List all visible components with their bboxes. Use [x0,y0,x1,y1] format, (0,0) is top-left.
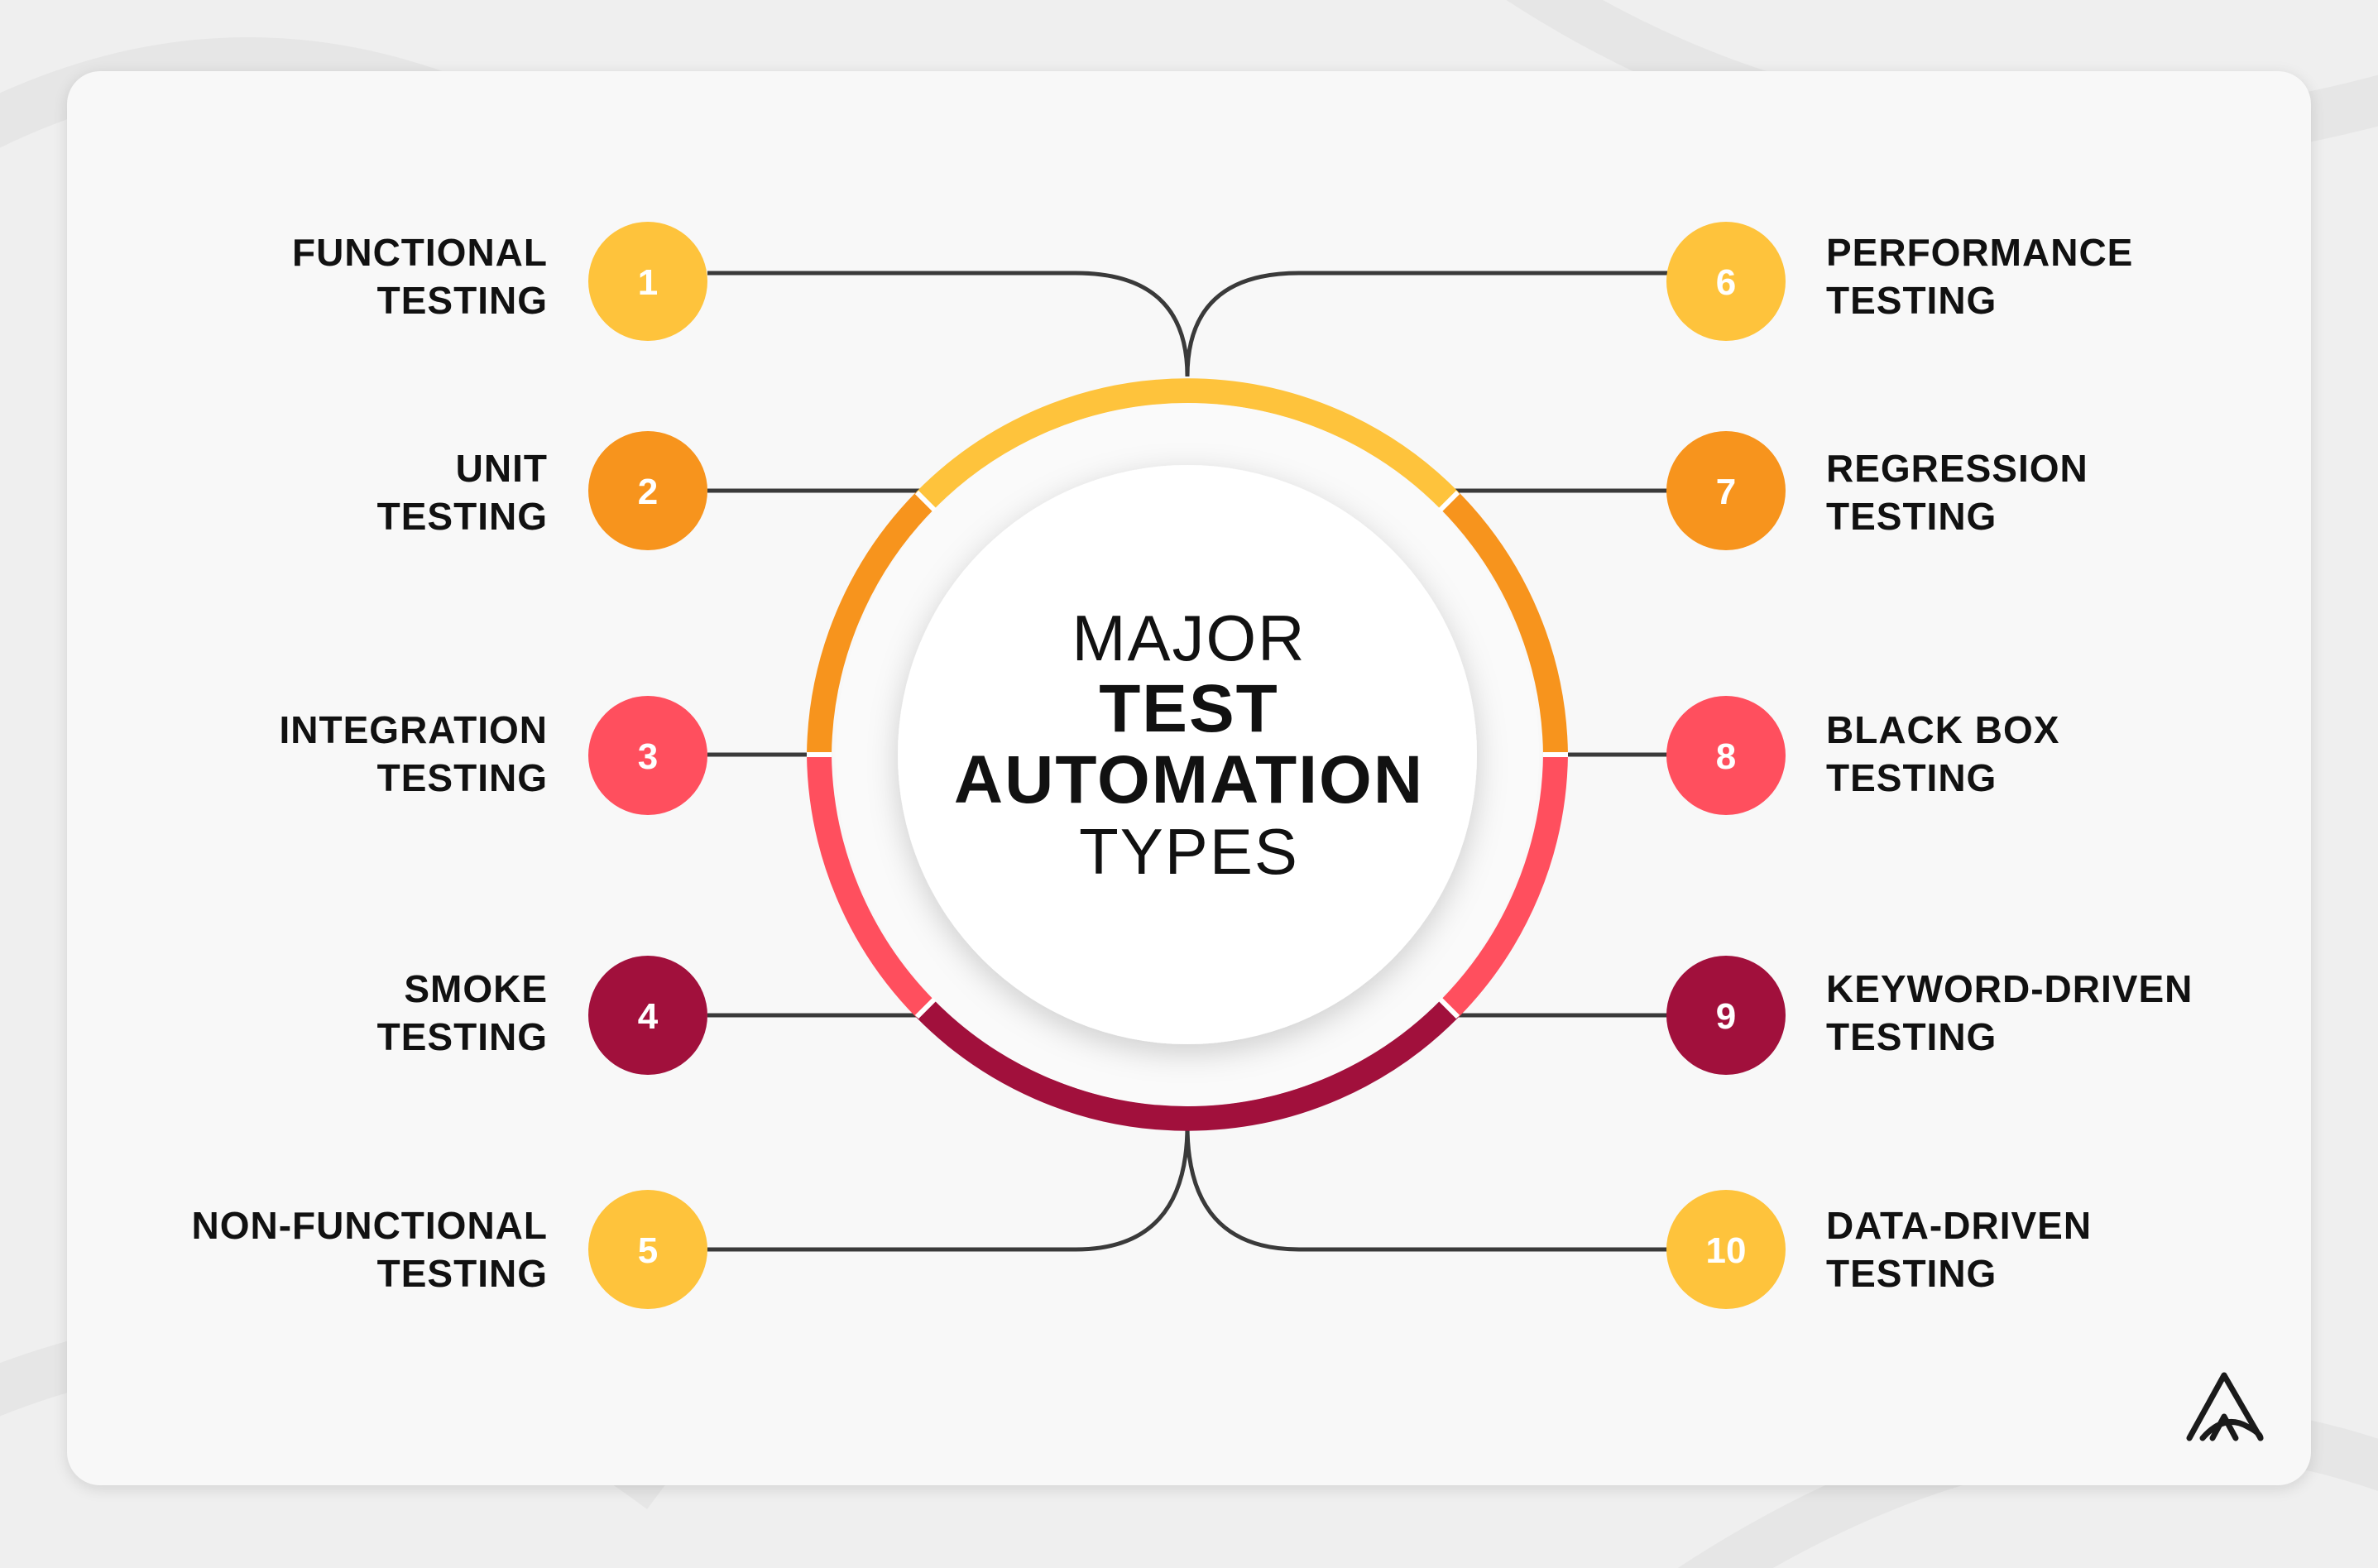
badge-4: 4 [588,956,707,1075]
badge-8: 8 [1666,696,1786,815]
ring-segment-lower-right [1441,754,1568,1018]
label-regression-testing: REGRESSION TESTING [1826,444,2088,540]
badge-1: 1 [588,222,707,341]
label-2-line-1: UNIT [455,447,548,490]
label-9-line-2: TESTING [1826,1015,1997,1058]
connector-6 [1185,271,1670,377]
badge-9-number: 9 [1716,996,1736,1037]
label-non-functional-testing: NON-FUNCTIONAL TESTING [192,1201,549,1297]
connector-5 [707,1124,1190,1252]
badge-5-number: 5 [638,1230,658,1271]
label-unit-testing: UNIT TESTING [377,444,548,540]
label-data-driven-testing: DATA-DRIVEN TESTING [1826,1201,2092,1297]
badge-8-number: 8 [1716,736,1736,777]
label-6-line-2: TESTING [1826,279,1997,322]
label-smoke-testing: SMOKE TESTING [377,965,548,1061]
badge-7: 7 [1666,431,1786,550]
ring-segment-lower-left [807,754,934,1018]
badge-9: 9 [1666,956,1786,1075]
label-6-line-1: PERFORMANCE [1826,231,2134,274]
label-3-line-1: INTEGRATION [279,708,548,751]
label-8-line-2: TESTING [1826,756,1997,799]
label-2-line-2: TESTING [376,495,548,538]
label-4-line-2: TESTING [376,1015,548,1058]
title-line-4: TYPES [1079,815,1299,888]
center-title: MAJOR TEST AUTOMATION TYPES [899,602,1479,887]
badge-2-number: 2 [638,472,658,512]
badge-5: 5 [588,1190,707,1309]
connector-lines [707,271,1670,1252]
ring-segment-bottom [916,1000,1459,1131]
label-7-line-1: REGRESSION [1826,447,2088,490]
label-10-line-1: DATA-DRIVEN [1826,1204,2093,1247]
label-1-line-2: TESTING [376,279,548,322]
brand-logo-icon [2186,1372,2264,1441]
title-line-1: MAJOR [1072,602,1306,674]
title-line-2: TEST [1099,671,1279,746]
label-functional-testing: FUNCTIONAL TESTING [292,228,548,324]
label-3-line-2: TESTING [376,756,548,799]
label-black-box-testing: BLACK BOX TESTING [1826,706,2059,802]
badge-7-number: 7 [1716,472,1736,512]
connector-10 [1185,1124,1670,1252]
label-9-line-1: KEYWORD-DRIVEN [1826,967,2193,1010]
ring-segment-top [916,378,1459,510]
label-4-line-1: SMOKE [404,967,548,1010]
label-5-line-1: NON-FUNCTIONAL [191,1204,548,1247]
label-10-line-2: TESTING [1826,1252,1997,1295]
ring-segment-upper-left [807,491,934,755]
title-line-3: AUTOMATION [953,742,1425,818]
badge-3-number: 3 [638,736,658,777]
connector-1 [707,271,1190,377]
label-performance-testing: PERFORMANCE TESTING [1826,228,2133,324]
badge-4-number: 4 [638,996,659,1037]
label-integration-testing: INTEGRATION TESTING [280,706,548,802]
ring-segment-upper-right [1441,491,1568,755]
badge-1-number: 1 [638,262,658,303]
badge-6-number: 6 [1716,262,1736,303]
label-8-line-1: BLACK BOX [1826,708,2060,751]
label-5-line-2: TESTING [376,1252,548,1295]
badge-6: 6 [1666,222,1786,341]
outer-ring [807,378,1568,1131]
label-7-line-2: TESTING [1826,495,1997,538]
center-disc [898,465,1477,1044]
badge-3: 3 [588,696,707,815]
badge-10-number: 10 [1706,1230,1747,1271]
label-keyword-driven-testing: KEYWORD-DRIVEN TESTING [1826,965,2193,1061]
label-1-line-1: FUNCTIONAL [292,231,548,274]
badge-10: 10 [1666,1190,1786,1309]
badge-2: 2 [588,431,707,550]
number-badges: 1 2 3 4 5 6 7 [588,222,1786,1309]
